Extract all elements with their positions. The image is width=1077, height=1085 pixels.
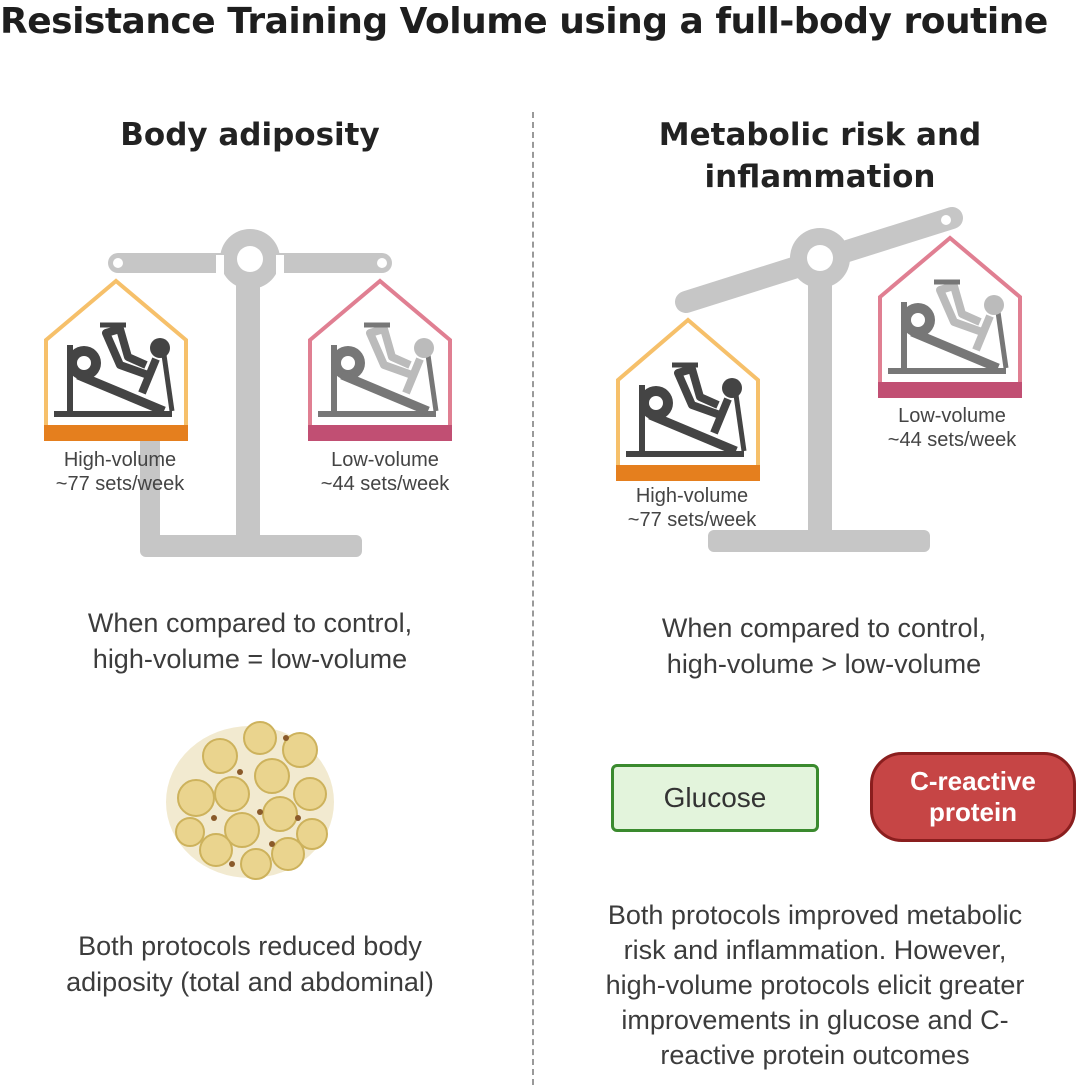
leg-press-machine-icon [318, 322, 439, 417]
high-volume-caption-right: High-volume ~77 sets/week [602, 484, 782, 532]
low-volume-label: Low-volume [331, 449, 439, 471]
panel-divider [532, 112, 534, 1085]
crp-line-1: C-reactive [910, 766, 1036, 796]
low-volume-pan-right [878, 235, 1022, 398]
right-outcome-line-5: reactive protein outcomes [660, 1040, 970, 1070]
crp-line-2: protein [928, 797, 1018, 827]
high-volume-caption-left: High-volume ~77 sets/week [30, 448, 210, 496]
right-heading-line-1: Metabolic risk and [658, 117, 982, 153]
leg-press-machine-icon [626, 362, 747, 457]
low-volume-label: Low-volume [898, 405, 1006, 427]
right-outcome-line-2: risk and inflammation. However, [623, 935, 1007, 965]
low-volume-caption-right: Low-volume ~44 sets/week [862, 404, 1042, 452]
right-panel-heading: Metabolic risk and inflammation [610, 114, 1030, 198]
high-volume-label: High-volume [63, 449, 177, 471]
leg-press-machine-icon [888, 279, 1009, 374]
left-comparison-line-1: When compared to control, [87, 608, 413, 638]
right-outcome-line-1: Both protocols improved metabolic [607, 900, 1023, 930]
tilted-scale-icon [616, 207, 1022, 552]
low-volume-sets: ~44 sets/week [887, 429, 1017, 451]
left-outcome-statement: Both protocols reduced body adiposity (t… [20, 928, 480, 1000]
glucose-badge: Glucose [611, 764, 819, 832]
low-volume-caption-left: Low-volume ~44 sets/week [295, 448, 475, 496]
low-volume-pan-left [308, 278, 452, 441]
leg-press-machine-icon [54, 322, 175, 417]
right-outcome-statement: Both protocols improved metabolic risk a… [560, 898, 1070, 1073]
right-outcome-line-4: improvements in glucose and C- [621, 1005, 1009, 1035]
high-volume-pan-right [616, 317, 760, 481]
right-heading-line-2: inflammation [704, 159, 936, 195]
left-comparison-line-2: high-volume = low-volume [92, 644, 408, 674]
balanced-scale-icon [44, 229, 452, 557]
left-panel-heading: Body adiposity [120, 117, 380, 153]
adipose-cells-icon [166, 721, 334, 880]
right-comparison-line-1: When compared to control, [661, 613, 987, 643]
high-volume-label: High-volume [635, 485, 749, 507]
right-comparison-statement: When compared to control, high-volume > … [590, 610, 1058, 682]
left-outcome-line-1: Both protocols reduced body [78, 931, 422, 961]
right-comparison-line-2: high-volume > low-volume [666, 649, 982, 679]
figure-title: Resistance Training Volume using a full-… [0, 1, 1048, 42]
left-comparison-statement: When compared to control, high-volume = … [20, 605, 480, 677]
c-reactive-protein-badge: C-reactive protein [870, 752, 1076, 842]
right-outcome-line-3: high-volume protocols elicit greater [605, 970, 1025, 1000]
high-volume-sets: ~77 sets/week [55, 473, 185, 495]
high-volume-sets: ~77 sets/week [627, 509, 757, 531]
high-volume-pan-left [44, 278, 188, 441]
left-outcome-line-2: adiposity (total and abdominal) [66, 967, 434, 997]
low-volume-sets: ~44 sets/week [320, 473, 450, 495]
